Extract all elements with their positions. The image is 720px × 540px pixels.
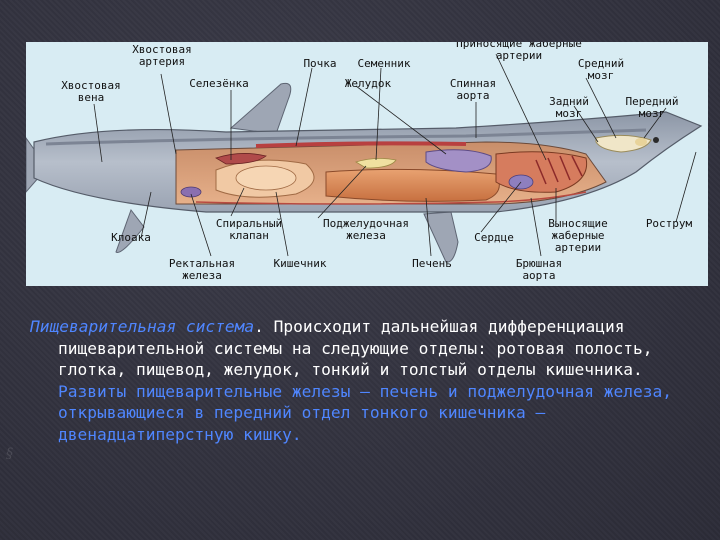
label-stomach: Желудок: [344, 77, 392, 90]
label-afferent-gill-arteries: Приносящие жаберные артерии: [456, 42, 582, 62]
label-hindbrain: Задний мозг: [549, 95, 589, 120]
sentence-2: Развиты пищеварительные железы — печень …: [58, 381, 672, 444]
label-midbrain: Средний мозг: [577, 57, 625, 82]
description-text: Пищеварительная система. Происходит даль…: [30, 316, 700, 445]
background-decoration: §: [6, 446, 13, 462]
label-tail-artery: Хвостовая артерия: [132, 43, 192, 68]
label-rectal-gland: Ректальная железа: [168, 257, 236, 282]
label-spiral-valve: Спиральный клапан: [215, 217, 283, 242]
label-tail-vein: Хвостовая вена: [61, 79, 121, 104]
label-kidney: Почка: [303, 57, 337, 70]
shark-anatomy-figure: Хвостовая артерия Хвостовая вена Селезён…: [26, 42, 708, 286]
description-paragraph: Пищеварительная система. Происходит даль…: [30, 316, 700, 445]
label-forebrain: Передний мозг: [625, 95, 679, 120]
label-ventral-aorta: Брюшная аорта: [515, 257, 563, 282]
label-heart: Сердце: [474, 231, 514, 244]
label-cloaca: Клоака: [111, 231, 151, 244]
label-dorsal-aorta: Спинная аорта: [449, 77, 497, 102]
label-intestine: Кишечник: [273, 257, 327, 270]
shark-illustration: [26, 53, 703, 263]
label-spleen: Селезёнка: [189, 77, 249, 90]
label-testis: Семенник: [357, 57, 411, 70]
label-rostrum: Рострум: [645, 217, 693, 230]
section-title: Пищеварительная система: [30, 317, 255, 336]
label-pancreas: Поджелудочная железа: [322, 217, 410, 242]
label-efferent-gill-arteries: Выносящие жаберные артерии: [548, 217, 608, 254]
sentence-1: . Происходит дальнейшая дифференциация п…: [58, 317, 653, 379]
label-liver: Печень: [412, 257, 452, 270]
